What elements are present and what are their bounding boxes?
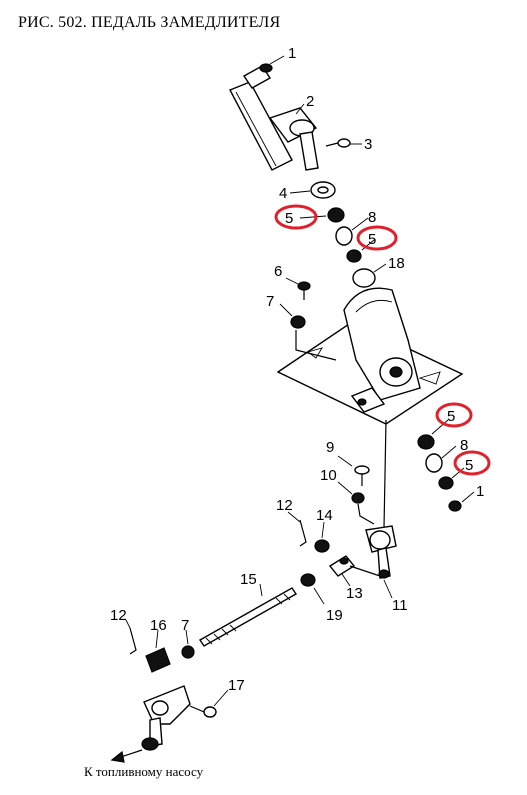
label-part-2: 2 xyxy=(306,93,314,110)
spacer-8-right xyxy=(425,453,443,473)
threaded-rod-15 xyxy=(198,587,298,647)
arrow-to-fuel-pump xyxy=(110,749,143,763)
highlight-ring-5-top xyxy=(274,204,318,230)
figure-title: РИС. 502. ПЕДАЛЬ ЗАМЕДЛИТЕЛЯ xyxy=(18,14,281,31)
cotter-pin-12-top xyxy=(299,519,307,547)
bushing-18 xyxy=(352,268,376,288)
label-part-12-bottom: 12 xyxy=(110,607,127,624)
nut-7-bottom xyxy=(181,645,195,659)
bolt-1-right xyxy=(448,500,462,512)
label-part-17: 17 xyxy=(228,677,245,694)
label-part-5-lower-right: 5 xyxy=(465,457,473,474)
bolt-17 xyxy=(189,705,217,718)
label-part-13: 13 xyxy=(346,585,363,602)
pedal-bracket xyxy=(276,287,464,425)
label-part-1-right: 1 xyxy=(476,483,484,500)
highlight-ring-5-lower-right xyxy=(453,450,491,476)
label-part-15: 15 xyxy=(240,571,257,588)
link-13 xyxy=(328,555,381,577)
label-part-5-top: 5 xyxy=(285,210,293,227)
bushing-5-second xyxy=(346,249,362,263)
bolt-1-top xyxy=(259,63,273,73)
fuel-pump-caption: К топливному насосу xyxy=(84,764,204,779)
label-part-5-second: 5 xyxy=(368,231,376,248)
label-part-10: 10 xyxy=(320,467,337,484)
spacer-8-top xyxy=(335,226,353,246)
label-part-4: 4 xyxy=(279,185,287,202)
pin-3 xyxy=(325,138,351,148)
highlight-ring-5-right xyxy=(435,402,473,428)
nut-10 xyxy=(351,492,365,504)
label-part-8-right: 8 xyxy=(460,437,468,454)
bolt-9 xyxy=(354,465,370,486)
label-part-11: 11 xyxy=(392,597,408,614)
label-part-5-right: 5 xyxy=(447,408,455,425)
label-part-16: 16 xyxy=(150,617,167,634)
label-part-18: 18 xyxy=(388,255,405,272)
bottom-lever xyxy=(141,685,191,751)
nut-19 xyxy=(300,573,316,587)
label-part-7-top: 7 xyxy=(266,293,274,310)
highlight-callouts xyxy=(274,204,491,476)
bushing-5-top xyxy=(327,207,345,223)
leader-lines xyxy=(125,55,475,707)
label-part-6: 6 xyxy=(274,263,282,280)
lever-11 xyxy=(365,525,397,579)
label-part-8-top: 8 xyxy=(368,209,376,226)
highlight-ring-5-second xyxy=(356,225,398,251)
label-part-9: 9 xyxy=(326,439,334,456)
label-part-19: 19 xyxy=(326,607,343,624)
block-16 xyxy=(145,647,171,673)
nut-7-top xyxy=(290,315,306,329)
label-part-14: 14 xyxy=(316,507,333,524)
label-part-3: 3 xyxy=(364,136,372,153)
bushing-5-lower-right xyxy=(438,476,454,490)
label-part-7-bottom: 7 xyxy=(181,617,189,634)
cotter-pin-12-bottom xyxy=(129,627,137,655)
nut-14 xyxy=(314,539,330,553)
label-part-1-top: 1 xyxy=(288,45,296,62)
pedal-lever xyxy=(268,107,319,171)
label-part-12-top: 12 xyxy=(276,497,293,514)
bushing-5-right xyxy=(417,434,435,450)
washer-4 xyxy=(310,181,336,199)
bolt-6 xyxy=(297,281,311,300)
